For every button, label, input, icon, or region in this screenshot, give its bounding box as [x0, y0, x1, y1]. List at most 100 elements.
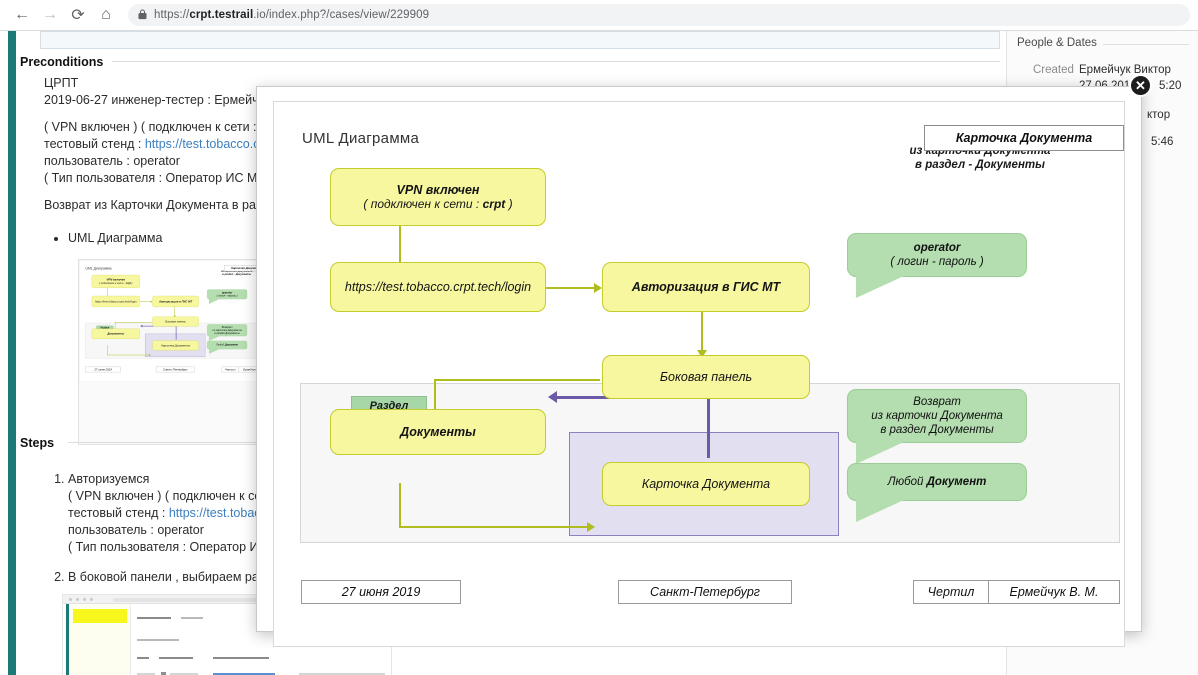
- thumb-icon: [161, 672, 166, 675]
- diagram-heading-line-2: из карточки Документа: [220, 269, 252, 273]
- created-label: Created: [1033, 64, 1074, 76]
- uml-diagram-thumbnail-canvas: UML Диаграмма Возврат из карточки Докуме…: [79, 260, 267, 382]
- node-side-panel: Боковая панель: [602, 355, 810, 399]
- callout-operator: operator ( логин - пароль ): [847, 233, 1027, 298]
- node-vpn: VPN включен ( подключен к сети : crpt ): [330, 168, 546, 226]
- stand-label: тестовый стенд :: [44, 137, 145, 151]
- callout-operator-line-2: ( логин - пароль ): [890, 256, 984, 268]
- node-side-panel: Боковая панель: [152, 316, 199, 327]
- lock-icon: [138, 8, 147, 23]
- forward-arrow-icon[interactable]: →: [42, 6, 58, 23]
- footer-drawn-by: Ермейчук В. М.: [238, 366, 267, 373]
- arrow-line: [434, 379, 436, 423]
- footer-drawn-by: Ермейчук В. М.: [988, 580, 1120, 604]
- thumb-link: [213, 673, 275, 675]
- created-time: 5:20: [1159, 80, 1182, 92]
- diagram-heading-line-3: в раздел - Документы: [915, 159, 1045, 171]
- node-side-panel-label: Боковая панель: [659, 370, 753, 384]
- node-authorization: Авторизация в ГИС МТ: [602, 262, 810, 312]
- node-authorization: Авторизация в ГИС МТ: [152, 295, 199, 308]
- node-document-card-label: Карточка Документа: [161, 343, 190, 347]
- diagram-title: UML Диаграмма: [302, 130, 420, 147]
- arrow-line: [399, 483, 401, 528]
- thumb-nav-dot: [90, 598, 93, 601]
- precondition-line-5: пользователь : operator: [44, 154, 180, 168]
- step-1-line-2: ( VPN включен ) ( подключен к сети : crp: [68, 489, 302, 503]
- close-icon[interactable]: ✕: [1129, 74, 1152, 97]
- step-1-line-5: ( Тип пользователя : Оператор ИС МП ): [68, 540, 299, 554]
- uml-diagram-canvas: UML Диаграмма Возврат из карточки Докуме…: [79, 260, 267, 382]
- node-vpn: VPN включен ( подключен к сети : crpt ): [91, 274, 140, 288]
- node-login-url-label: https://test.tobacco.crpt.tech/login: [95, 299, 137, 304]
- back-arrow-icon[interactable]: ←: [14, 6, 30, 23]
- callout-operator: operator ( логин - пароль ): [207, 289, 248, 304]
- arrow-head: [587, 522, 595, 532]
- thumb-col-header: [213, 657, 269, 659]
- return-arrow-head: [548, 391, 557, 403]
- name-field[interactable]: [40, 31, 1000, 49]
- thumb-col-header: [137, 657, 149, 659]
- image-lightbox-modal: UML Диаграмма Возврат из карточки Докуме…: [256, 86, 1142, 647]
- reload-icon[interactable]: ⟳: [71, 7, 85, 24]
- precondition-line-2: 2019-06-27 инженер-тестер : Ермейчук В. …: [44, 93, 303, 107]
- thumb-accent-rail: [66, 604, 69, 675]
- callout-return-line-2: из карточки Документа: [212, 328, 242, 332]
- node-vpn-sub-bold: crpt: [125, 281, 131, 285]
- callout-return-line-2: из карточки Документа: [871, 410, 1003, 422]
- node-vpn-sub-post: ): [130, 281, 133, 285]
- uml-diagram-canvas: UML Диаграмма Возврат из карточки Докуме…: [273, 101, 1125, 647]
- node-login-url-label: https://test.tobacco.crpt.tech/login: [344, 280, 532, 294]
- arrow-line: [504, 287, 596, 289]
- callout-tail: [209, 335, 221, 341]
- address-bar-url: https://crpt.testrail.io/index.php?/case…: [154, 9, 430, 21]
- callout-any-bold: Документ: [224, 343, 239, 347]
- thumb-text-line: [137, 617, 171, 619]
- callout-operator-line-1: operator: [217, 291, 238, 294]
- callout-any-document-line-1: Любой Документ: [888, 475, 987, 489]
- precondition-line-6: ( Тип пользователя : Оператор ИС МП ): [44, 171, 275, 185]
- arrow-line: [701, 308, 703, 352]
- node-vpn-sub-post: ): [505, 197, 513, 211]
- callout-return: Возврат из карточки Документа в раздел Д…: [847, 389, 1027, 464]
- callout-operator-bold: operator: [913, 242, 961, 254]
- callout-return-line-1: Возврат: [913, 396, 961, 408]
- stand-label: тестовый стенд :: [68, 506, 169, 520]
- node-document-card-label: Карточка Документа: [641, 477, 771, 491]
- arrow-head: [150, 300, 153, 303]
- arrow-head: [594, 283, 602, 293]
- thumb-cell: [170, 673, 198, 675]
- thumb-col-header: [159, 657, 193, 659]
- callout-tail: [209, 348, 221, 354]
- return-arrow-head: [140, 324, 143, 328]
- arrow-line: [434, 379, 600, 381]
- node-document-card: Карточка Документа: [602, 462, 810, 506]
- callout-tail: [856, 499, 906, 522]
- footer-date: 27 июня 2019: [301, 580, 461, 604]
- footer-drawn-label: Чертил: [221, 366, 239, 373]
- thumb-nav-dot: [83, 598, 86, 601]
- node-vpn-title: VPN включен: [106, 278, 126, 282]
- callout-any-document-line-1: Любой Документ: [216, 343, 239, 347]
- uml-diagram-thumbnail[interactable]: UML Диаграмма Возврат из карточки Докуме…: [78, 259, 268, 445]
- thumb-cell: [299, 673, 385, 675]
- node-login-url: https://test.tobacco.crpt.tech/login: [91, 295, 140, 308]
- callout-any-pre: Любой: [887, 476, 927, 488]
- node-documents: Документы: [330, 409, 546, 455]
- node-documents: Документы: [91, 328, 140, 339]
- node-vpn-sub-bold: crpt: [482, 197, 506, 211]
- step-1-line-1: Авторизуемся: [68, 472, 150, 486]
- address-bar[interactable]: https://crpt.testrail.io/index.php?/case…: [128, 4, 1190, 26]
- node-vpn-title: VPN включен: [396, 183, 480, 197]
- browser-toolbar: ← → ⟳ ⌂ https://crpt.testrail.io/index.p…: [0, 0, 1198, 31]
- callout-tail: [856, 275, 906, 298]
- thumb-cell: [137, 673, 155, 675]
- footer-city: Санкт-Петербург: [155, 366, 195, 373]
- step-1-line-4: пользователь : operator: [68, 523, 204, 537]
- callout-operator-bold: operator: [221, 291, 233, 295]
- home-icon[interactable]: ⌂: [101, 6, 111, 23]
- footer-date: 27 июня 2019: [85, 366, 121, 373]
- left-accent-rail: [8, 31, 16, 675]
- node-documents-label: Документы: [107, 332, 125, 336]
- thumb-text-line: [181, 617, 203, 619]
- arrow-head: [173, 315, 176, 318]
